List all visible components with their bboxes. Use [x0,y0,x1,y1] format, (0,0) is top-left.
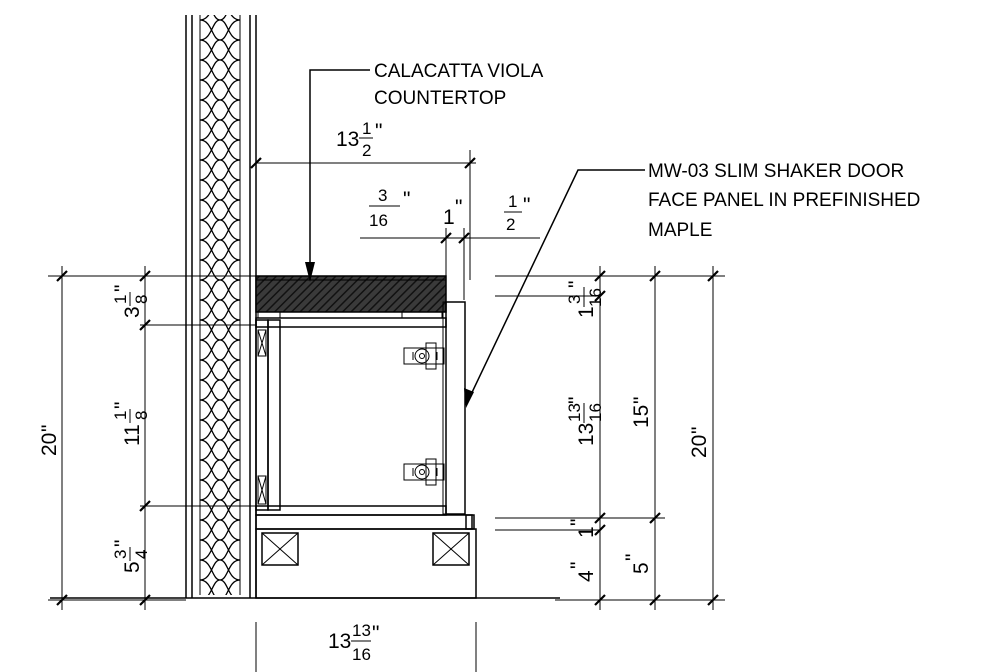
door-leader [465,169,645,406]
svg-text:FACE PANEL IN PREFINISHED: FACE PANEL IN PREFINISHED [648,190,920,211]
door-note: MW-03 SLIM SHAKER DOOR FACE PANEL IN PRE… [648,161,920,241]
dim-label-right-top: 1 3 16 " [565,281,605,318]
svg-text:1: 1 [575,306,598,318]
toe-kick-base [255,528,477,599]
svg-text:5: 5 [630,562,653,574]
svg-text:": " [111,285,134,292]
svg-text:MW-03 SLIM SHAKER DOOR: MW-03 SLIM SHAKER DOOR [648,161,904,182]
dimension-top-width [250,150,476,280]
dim-label-top-width: 13 1 2 " [336,119,382,160]
svg-text:1: 1 [508,192,517,211]
svg-text:": " [372,622,379,645]
svg-text:": " [375,120,382,143]
svg-text:4: 4 [575,570,598,582]
wall [185,15,257,598]
svg-text:1: 1 [111,411,130,420]
hinge-icon [403,458,445,486]
svg-text:": " [567,562,590,569]
svg-text:1: 1 [362,119,371,138]
svg-text:3: 3 [378,186,387,205]
hinge-icon [403,342,445,370]
svg-text:16: 16 [586,403,605,422]
countertop-leader [309,69,370,280]
svg-text:1: 1 [575,526,598,538]
svg-text:CALACATTA VIOLA: CALACATTA VIOLA [374,61,544,82]
dim-label-edge-profile: 3 16 " [369,186,410,230]
svg-text:8: 8 [132,411,151,420]
svg-text:": " [111,540,134,547]
wall-insulation [200,15,240,595]
dim-label-left-top: 3 1 8 " [111,285,151,318]
cabinet-box [255,301,475,530]
svg-text:16: 16 [369,211,388,230]
svg-text:": " [565,397,588,404]
svg-text:3: 3 [121,306,144,318]
svg-text:": " [630,397,653,404]
svg-text:13: 13 [575,423,598,446]
countertop [255,275,447,313]
svg-text:2: 2 [362,141,371,160]
dim-label-left-total: 20 " [38,425,61,456]
svg-text:13: 13 [565,403,584,422]
dim-label-right-toe: 4 " [567,562,598,582]
svg-text:": " [455,196,462,219]
svg-text:MAPLE: MAPLE [648,220,712,241]
svg-text:2: 2 [506,215,515,234]
svg-text:1: 1 [111,295,130,304]
svg-text:": " [403,188,410,211]
dimension-right-chain [495,266,725,610]
dim-label-right-upper: 15 " [630,397,653,428]
dim-label-right-door: 13 13 16 " [565,397,605,446]
svg-text:": " [567,519,590,526]
dim-label-door-thickness: 1 " [443,196,462,229]
dim-label-overhang: 1 2 " [504,192,530,234]
svg-text:COUNTERTOP: COUNTERTOP [374,88,506,109]
countertop-note: CALACATTA VIOLA COUNTERTOP [374,61,544,109]
svg-text:": " [38,425,61,432]
svg-text:": " [688,427,711,434]
svg-text:3: 3 [565,295,584,304]
svg-text:13: 13 [328,630,351,653]
svg-text:15: 15 [630,405,653,428]
svg-text:16: 16 [352,645,371,664]
svg-text:8: 8 [132,295,151,304]
dim-label-right-base: 5 " [622,554,653,574]
svg-text:": " [111,402,134,409]
svg-text:13: 13 [352,621,371,640]
svg-text:13: 13 [336,128,359,151]
dim-label-left-mid: 11 1 8 " [111,402,151,446]
dim-label-right-gap: 1 " [567,519,598,538]
dimension-left-chain [48,266,256,610]
svg-text:4: 4 [132,550,151,559]
svg-text:3: 3 [111,550,130,559]
face-door-panel [445,301,466,515]
svg-text:": " [565,281,588,288]
svg-text:1: 1 [443,206,455,229]
dimension-edge-detail [360,228,540,300]
dim-label-right-total: 20 " [688,427,711,458]
svg-text:11: 11 [121,424,144,446]
svg-text:20: 20 [38,433,61,456]
dimension-bottom-width [255,622,477,672]
svg-text:5: 5 [121,561,144,573]
dim-label-left-base: 5 3 4 " [111,540,151,573]
svg-text:20: 20 [688,435,711,458]
svg-text:": " [622,554,645,561]
svg-text:16: 16 [586,288,605,307]
svg-text:": " [523,194,530,217]
dim-label-bottom-width: 13 13 16 " [328,621,379,664]
